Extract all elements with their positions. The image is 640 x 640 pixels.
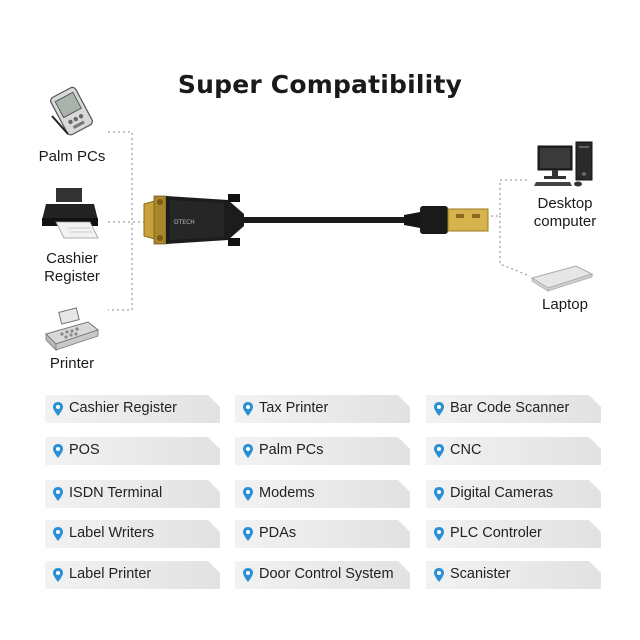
pda-icon — [50, 86, 93, 136]
cable-brand-text: DTECH — [174, 219, 195, 226]
compat-tile: POS — [45, 437, 220, 465]
location-pin-icon — [53, 527, 63, 541]
compat-tile: Label Writers — [45, 520, 220, 548]
location-pin-icon — [243, 487, 253, 501]
compat-tile-label: POS — [69, 442, 100, 458]
cashier-register-icon — [42, 188, 99, 239]
compat-tile-label: PDAs — [259, 525, 297, 541]
compat-tile-label: PLC Controler — [450, 525, 542, 541]
laptop-icon — [530, 265, 594, 292]
location-pin-icon — [53, 568, 63, 582]
compat-tile: PLC Controler — [426, 520, 601, 548]
compat-tile-label: ISDN Terminal — [69, 485, 163, 501]
compat-tile: Scanister — [426, 561, 601, 589]
compat-tile: Bar Code Scanner — [426, 395, 601, 423]
compat-tile: ISDN Terminal — [45, 480, 220, 508]
compat-tile: Digital Cameras — [426, 480, 601, 508]
compat-tile: Cashier Register — [45, 395, 220, 423]
compat-tile: PDAs — [235, 520, 410, 548]
location-pin-icon — [243, 402, 253, 416]
compat-tile-label: Cashier Register — [69, 400, 177, 416]
location-pin-icon — [434, 527, 444, 541]
device-label-cashier-register: Cashier Register — [44, 250, 100, 285]
compat-tile-label: Door Control System — [259, 566, 394, 582]
compat-tile-label: Scanister — [450, 566, 511, 582]
compat-tile-label: Bar Code Scanner — [450, 400, 570, 416]
location-pin-icon — [243, 444, 253, 458]
compat-tile-label: Digital Cameras — [450, 485, 554, 501]
location-pin-icon — [53, 402, 63, 416]
right-bottom-line — [499, 216, 531, 277]
device-label-desktop-computer: Desktop computer — [533, 195, 597, 230]
device-label-laptop: Laptop — [542, 296, 588, 313]
compat-tile-label: CNC — [450, 442, 482, 458]
location-pin-icon — [434, 444, 444, 458]
compat-tile-label: Tax Printer — [259, 400, 329, 416]
left-bracket-line — [108, 131, 133, 311]
location-pin-icon — [53, 444, 63, 458]
device-label-printer: Printer — [49, 355, 95, 372]
compat-tile: CNC — [426, 437, 601, 465]
compat-tile-label: Palm PCs — [259, 442, 324, 458]
usb-serial-cable: DTECH — [143, 194, 489, 246]
location-pin-icon — [243, 527, 253, 541]
compat-tile-label: Label Printer — [69, 566, 152, 582]
location-pin-icon — [434, 402, 444, 416]
location-pin-icon — [434, 487, 444, 501]
compat-tile: Palm PCs — [235, 437, 410, 465]
location-pin-icon — [434, 568, 444, 582]
compat-tile: Tax Printer — [235, 395, 410, 423]
compat-tile-label: Label Writers — [69, 525, 155, 541]
compat-tile-label: Modems — [259, 485, 315, 501]
compat-tile: Modems — [235, 480, 410, 508]
page-title: Super Compatibility — [177, 70, 463, 99]
compat-tile: Door Control System — [235, 561, 410, 589]
desktop-computer-icon — [534, 141, 593, 187]
device-label-palm-pcs: Palm PCs — [38, 148, 106, 165]
printer-icon — [45, 307, 100, 351]
compat-tile: Label Printer — [45, 561, 220, 589]
location-pin-icon — [243, 568, 253, 582]
location-pin-icon — [53, 487, 63, 501]
